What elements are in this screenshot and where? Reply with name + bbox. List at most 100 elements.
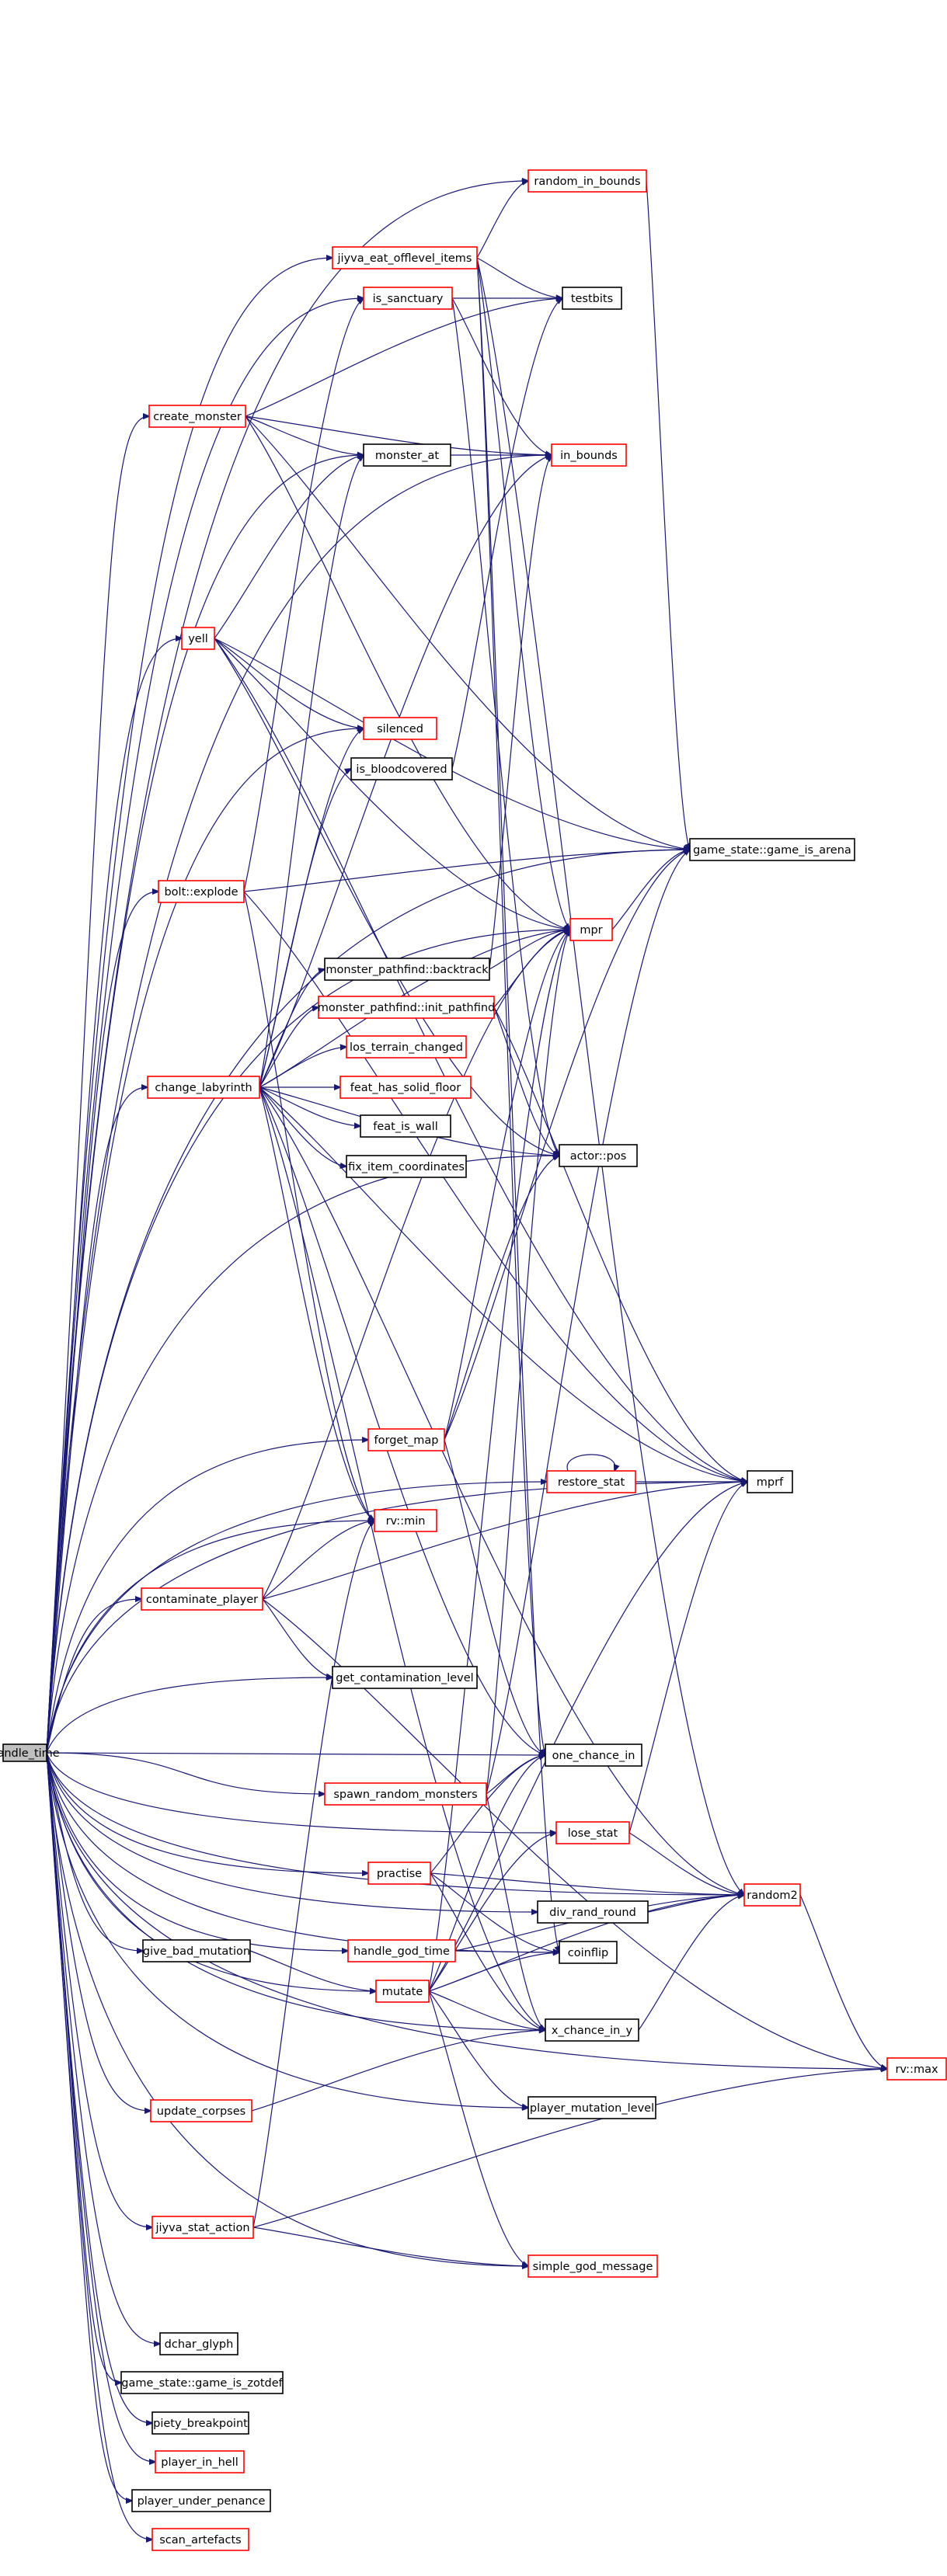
node-piety-breakpoint[interactable]: piety_breakpoint [151,2411,249,2435]
node-is-bloodcovered[interactable]: is_bloodcovered [350,757,453,780]
node-label: los_terrain_changed [350,1041,463,1054]
node-div-rand-round[interactable]: div_rand_round [537,1900,649,1924]
node-label: bolt::explode [164,886,238,899]
node-handle-time[interactable]: handle_time [0,1743,60,1762]
node-game-is-zotdef[interactable]: game_state::game_is_zotdef [120,2371,284,2394]
node-jiyva-stat-action[interactable]: jiyva_stat_action [151,2216,254,2239]
edge-handle-time-to-restore-stat [46,1482,547,1754]
node-mprf[interactable]: mprf [747,1470,793,1493]
node-box [347,1939,456,1962]
node-spawn-random-monsters[interactable]: spawn_random_monsters [324,1782,487,1806]
node-label: yell [188,633,208,645]
edge-change-labyrinth-to-one-chance-in [259,1086,545,1755]
node-update-corpses[interactable]: update_corpses [150,2099,252,2122]
node-rv-max[interactable]: rv::max [886,2057,947,2081]
edge-mutate-to-simple-god-message [428,1990,528,2266]
edge-change-labyrinth-to-random2 [259,1086,744,1895]
node-handle-god-time[interactable]: handle_god_time [347,1939,456,1962]
node-label: forget_map [374,1434,439,1447]
edge-handle-time-to-change-labyrinth [46,1087,148,1754]
node-in-bounds[interactable]: in_bounds [551,443,627,467]
edge-change-labyrinth-to-feat-is-wall [259,1086,360,1126]
node-label: monster_pathfind::backtrack [326,964,489,976]
node-x-chance-in-y[interactable]: x_chance_in_y [545,2018,639,2042]
node-label: mprf [757,1476,784,1489]
node-label: x_chance_in_y [552,2025,633,2037]
node-box [155,2450,245,2473]
edge-give-bad-mutation-to-mutate [249,1950,376,1991]
node-scan-artefacts[interactable]: scan_artefacts [151,2528,249,2551]
node-testbits[interactable]: testbits [562,287,622,310]
node-feat-has-solid-floor[interactable]: feat_has_solid_floor [339,1076,472,1099]
node-feat-is-wall[interactable]: feat_is_wall [360,1114,451,1138]
node-create-monster[interactable]: create_monster [148,405,246,428]
node-simple-god-message[interactable]: simple_god_message [527,2254,658,2278]
node-fix-item-coordinates[interactable]: fix_item_coordinates [346,1155,467,1178]
node-box [151,2216,254,2239]
node-bolt-explode[interactable]: bolt::explode [158,880,245,903]
edge-contaminate-player-to-get-contamination-level [262,1598,332,1677]
node-yell[interactable]: yell [181,627,215,650]
node-silenced[interactable]: silenced [363,717,437,740]
node-box [546,1470,636,1493]
edge-jiyva-stat-action-to-rv-max [252,2069,887,2228]
node-player-under-penance[interactable]: player_under_penance [131,2489,271,2512]
node-game-is-arena[interactable]: game_state::game_is_arena [689,838,855,861]
node-actor-pos[interactable]: actor::pos [559,1144,638,1167]
node-box [332,1666,478,1689]
node-label: spawn_random_monsters [333,1789,477,1801]
edge-bolt-explode-to-mprf [243,891,747,1482]
node-box [545,1743,642,1767]
edge-jiyva-eat-offlevel-items-to-one-chance-in [476,257,545,1755]
node-change-labyrinth[interactable]: change_labyrinth [147,1076,260,1099]
node-random2[interactable]: random2 [743,1883,801,1907]
node-mpr[interactable]: mpr [569,918,613,941]
node-forget-map[interactable]: forget_map [367,1428,445,1451]
edge-random2-to-rv-max [799,1894,887,2069]
node-give-bad-mutation[interactable]: give_bad_mutation [142,1939,251,1962]
node-random-in-bounds[interactable]: random_in_bounds [527,169,647,193]
node-label: is_bloodcovered [356,763,447,776]
node-label: get_contamination_level [336,1672,473,1684]
node-rv-min[interactable]: rv::min [374,1509,437,1532]
edge-practise-to-one-chance-in [430,1755,545,1874]
edge-create-monster-to-in-bounds [245,415,552,455]
edge-handle-time-to-dchar-glyph [46,1752,160,2344]
node-los-terrain-changed[interactable]: los_terrain_changed [346,1035,467,1059]
node-dchar-glyph[interactable]: dchar_glyph [159,2332,238,2355]
edge-init-pathfind-to-mprf [493,1006,747,1482]
edge-forget-map-to-game-is-arena [444,850,690,1441]
edge-change-labyrinth-to-backtrack [259,969,325,1088]
edge-is-bloodcovered-to-testbits [451,298,562,770]
node-box [375,1980,430,2003]
node-box [367,1428,445,1451]
node-box [318,996,495,1019]
node-coinflip[interactable]: coinflip [559,1941,618,1964]
node-contaminate-player[interactable]: contaminate_player [141,1587,263,1611]
node-player-mutation-level[interactable]: player_mutation_level [527,2096,656,2119]
node-lose-stat[interactable]: lose_stat [555,1821,630,1844]
node-init-pathfind[interactable]: monster_pathfind::init_pathfind [318,996,496,1019]
edge-jiyva-eat-offlevel-items-to-coinflip [476,257,559,1952]
edge-backtrack-to-in-bounds [489,455,552,970]
node-jiyva-eat-offlevel-items[interactable]: jiyva_eat_offlevel_items [332,246,478,269]
node-label: monster_at [375,450,439,462]
node-get-contamination-level[interactable]: get_contamination_level [332,1666,478,1689]
node-is-sanctuary[interactable]: is_sanctuary [363,287,453,310]
node-one-chance-in[interactable]: one_chance_in [545,1743,642,1767]
node-restore-stat[interactable]: restore_stat [546,1470,636,1493]
node-practise[interactable]: practise [367,1862,431,1885]
edge-handle-time-to-get-contamination-level [46,1677,332,1754]
edge-jiyva-stat-action-to-simple-god-message [252,2227,528,2266]
node-backtrack[interactable]: monster_pathfind::backtrack [324,958,490,981]
edge-practise-to-coinflip [430,1872,559,1952]
node-box [569,918,613,941]
edge-handle-time-to-monster-at [46,455,364,1754]
node-label: mutate [382,1986,423,1998]
edge-spawn-random-monsters-to-mpr [486,930,570,1795]
node-box [159,2332,238,2355]
node-player-in-hell[interactable]: player_in_hell [155,2450,245,2473]
node-mutate[interactable]: mutate [375,1980,430,2003]
node-monster-at[interactable]: monster_at [363,443,451,467]
node-label: rv::max [895,2063,938,2076]
